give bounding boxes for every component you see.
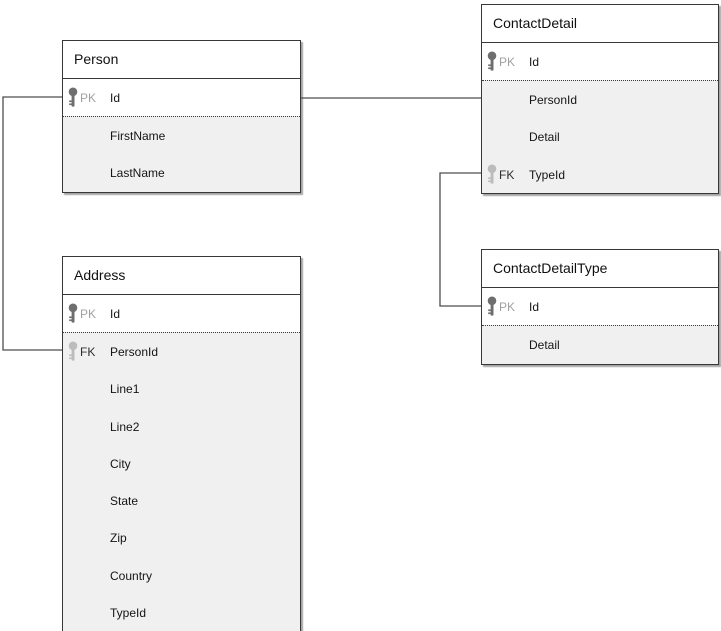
column-row-line1: Line1 <box>63 371 300 408</box>
column-name: TypeId <box>110 606 147 621</box>
column-row-detail: Detail <box>482 326 718 363</box>
key-section: PK Id <box>482 43 718 81</box>
fk-label: FK <box>80 344 96 359</box>
column-row-zip: Zip <box>63 520 300 557</box>
column-name: FirstName <box>110 128 166 143</box>
primary-key-icon <box>68 87 79 108</box>
column-row-personid: PersonId <box>482 81 718 118</box>
key-section: PK Id <box>482 288 718 326</box>
column-name: Id <box>529 299 540 314</box>
column-row-id: PK Id <box>63 295 300 332</box>
primary-key-icon <box>487 51 498 72</box>
relationship-connector-contactdetail-typeid-to-contactdetailtype-id[interactable] <box>439 172 481 307</box>
column-name: Id <box>110 306 121 321</box>
key-section: PK Id <box>63 79 300 117</box>
key-cell: PK <box>487 288 515 325</box>
key-section: PK Id <box>63 295 300 333</box>
column-name: City <box>110 456 131 471</box>
column-row-typeid: TypeId <box>63 594 300 631</box>
column-name: PersonId <box>529 92 578 107</box>
column-name: Id <box>529 54 540 69</box>
column-row-country: Country <box>63 557 300 594</box>
primary-key-icon <box>68 303 79 324</box>
column-row-detail: Detail <box>482 119 718 156</box>
column-name: Id <box>110 90 121 105</box>
column-row-state: State <box>63 482 300 519</box>
column-row-id: PK Id <box>482 43 718 80</box>
pk-label: PK <box>499 299 516 314</box>
column-name: Line1 <box>110 382 140 397</box>
column-name: Detail <box>529 337 560 352</box>
entity-title-person: Person <box>63 41 300 79</box>
column-name: Line2 <box>110 419 140 434</box>
column-row-line2: Line2 <box>63 408 300 445</box>
entity-title-contactdetail: ContactDetail <box>482 5 718 43</box>
column-name: LastName <box>110 166 165 181</box>
column-name: Country <box>110 568 153 583</box>
key-cell: PK <box>487 43 515 80</box>
column-name: PersonId <box>110 344 159 359</box>
attribute-section: Detail <box>482 325 718 364</box>
relationship-connector-person-id-to-address-personid[interactable] <box>2 96 62 351</box>
foreign-key-icon <box>487 164 498 185</box>
primary-key-icon <box>487 296 498 317</box>
key-cell: FK <box>68 333 95 370</box>
column-row-id: PK Id <box>482 288 718 325</box>
column-name: Detail <box>529 130 560 145</box>
column-name: State <box>110 494 139 509</box>
column-row-typeid: FK TypeId <box>482 156 718 193</box>
column-name: TypeId <box>529 167 566 182</box>
entity-title-address: Address <box>63 257 300 295</box>
pk-label: PK <box>499 54 516 69</box>
fk-label: FK <box>499 167 515 182</box>
column-row-city: City <box>63 445 300 482</box>
column-row-id: PK Id <box>63 79 300 116</box>
pk-label: PK <box>80 90 97 105</box>
pk-label: PK <box>80 306 97 321</box>
key-cell: PK <box>68 295 96 332</box>
key-cell: FK <box>487 156 514 193</box>
column-row-firstname: FirstName <box>63 117 300 154</box>
column-row-personid: FK PersonId <box>63 333 300 370</box>
entity-title-contactdetailtype: ContactDetailType <box>482 250 718 288</box>
column-name: Zip <box>110 531 127 546</box>
foreign-key-icon <box>68 341 79 362</box>
key-cell: PK <box>68 79 96 116</box>
column-row-lastname: LastName <box>63 155 300 192</box>
